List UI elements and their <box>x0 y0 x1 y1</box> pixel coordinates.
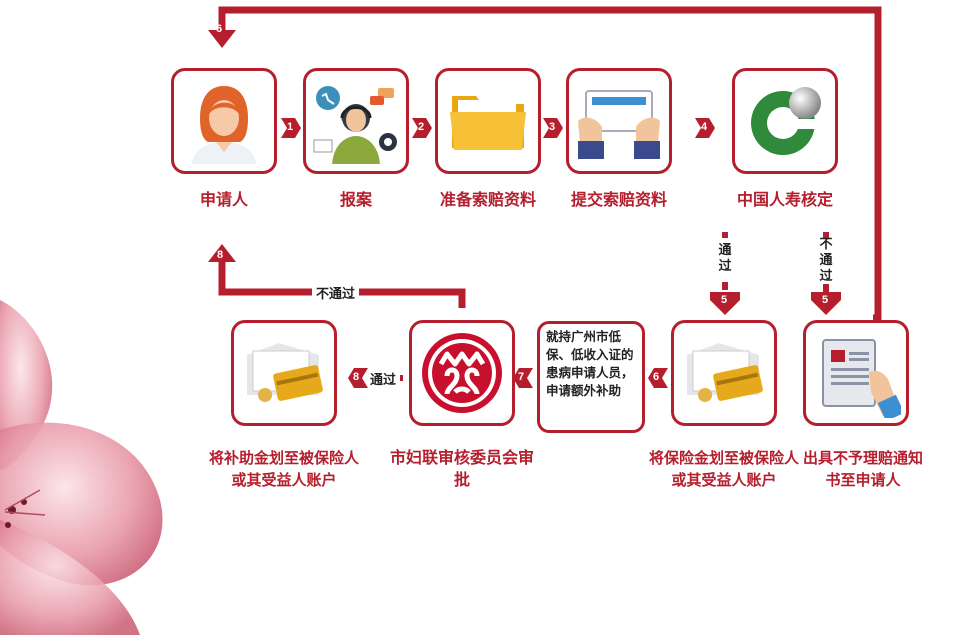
reject-notice-box <box>803 320 909 426</box>
report-label: 报案 <box>339 192 372 209</box>
card-folder-icon <box>247 343 323 402</box>
step-6b-badge: 6 <box>653 371 660 383</box>
federation-logo <box>422 333 502 413</box>
report-box: @ <box>303 68 409 174</box>
arrow-6-head <box>208 30 236 48</box>
step-6-badge: 6 <box>216 23 223 35</box>
person-icon <box>192 86 256 164</box>
step-4-badge: 4 <box>701 121 708 133</box>
fail-vertical-label: 不通过 <box>819 236 833 283</box>
reject-notice-label: 出具不予理赔通知书至申请人 <box>803 450 924 489</box>
step-8b-badge: 8 <box>217 249 224 261</box>
transfer-insured-box <box>671 320 777 426</box>
prepare-docs-label: 准备索赔资料 <box>439 192 536 209</box>
tablet-hands-icon <box>578 90 660 159</box>
federation-label: 市妇联审核委员会审批 <box>389 450 534 489</box>
china-life-logo <box>751 87 821 155</box>
step-3-badge: 3 <box>549 121 556 133</box>
applicant-box <box>171 68 277 174</box>
step-7-badge: 7 <box>518 371 525 383</box>
step-8a-badge: 8 <box>353 371 360 383</box>
pass-vertical-label: 通过 <box>718 242 732 273</box>
federation-box <box>409 320 515 426</box>
submit-docs-label: 提交索赔资料 <box>570 192 667 209</box>
card-folder-icon <box>687 343 763 402</box>
arrow-8-head <box>208 244 236 262</box>
transfer-subsidy-label: 将补助金划至被保险人或其受益人账户 <box>208 450 359 489</box>
china-life-label: 中国人寿核定 <box>736 192 833 209</box>
document-hand-icon <box>822 339 901 418</box>
step-5b-badge: 5 <box>822 294 829 306</box>
transfer-subsidy-box <box>231 320 337 426</box>
prepare-docs-box <box>435 68 541 174</box>
china-life-box <box>732 68 838 174</box>
subsidy-info-box: 就持广州市低保、低收入证的患病申请人员，申请额外补助 <box>537 321 645 433</box>
step-1-badge: 1 <box>287 121 294 133</box>
step-2-badge: 2 <box>418 121 425 133</box>
folder-icon <box>450 96 526 150</box>
applicant-label: 申请人 <box>199 192 248 209</box>
fail-label: 不通过 <box>312 283 360 302</box>
step-5a-badge: 5 <box>721 294 728 306</box>
submit-docs-box <box>566 68 672 174</box>
transfer-insured-label: 将保险金划至被保险人或其受益人账户 <box>648 450 799 489</box>
call-center-icon: @ <box>313 86 397 164</box>
pass-label: 通过 <box>370 372 397 387</box>
